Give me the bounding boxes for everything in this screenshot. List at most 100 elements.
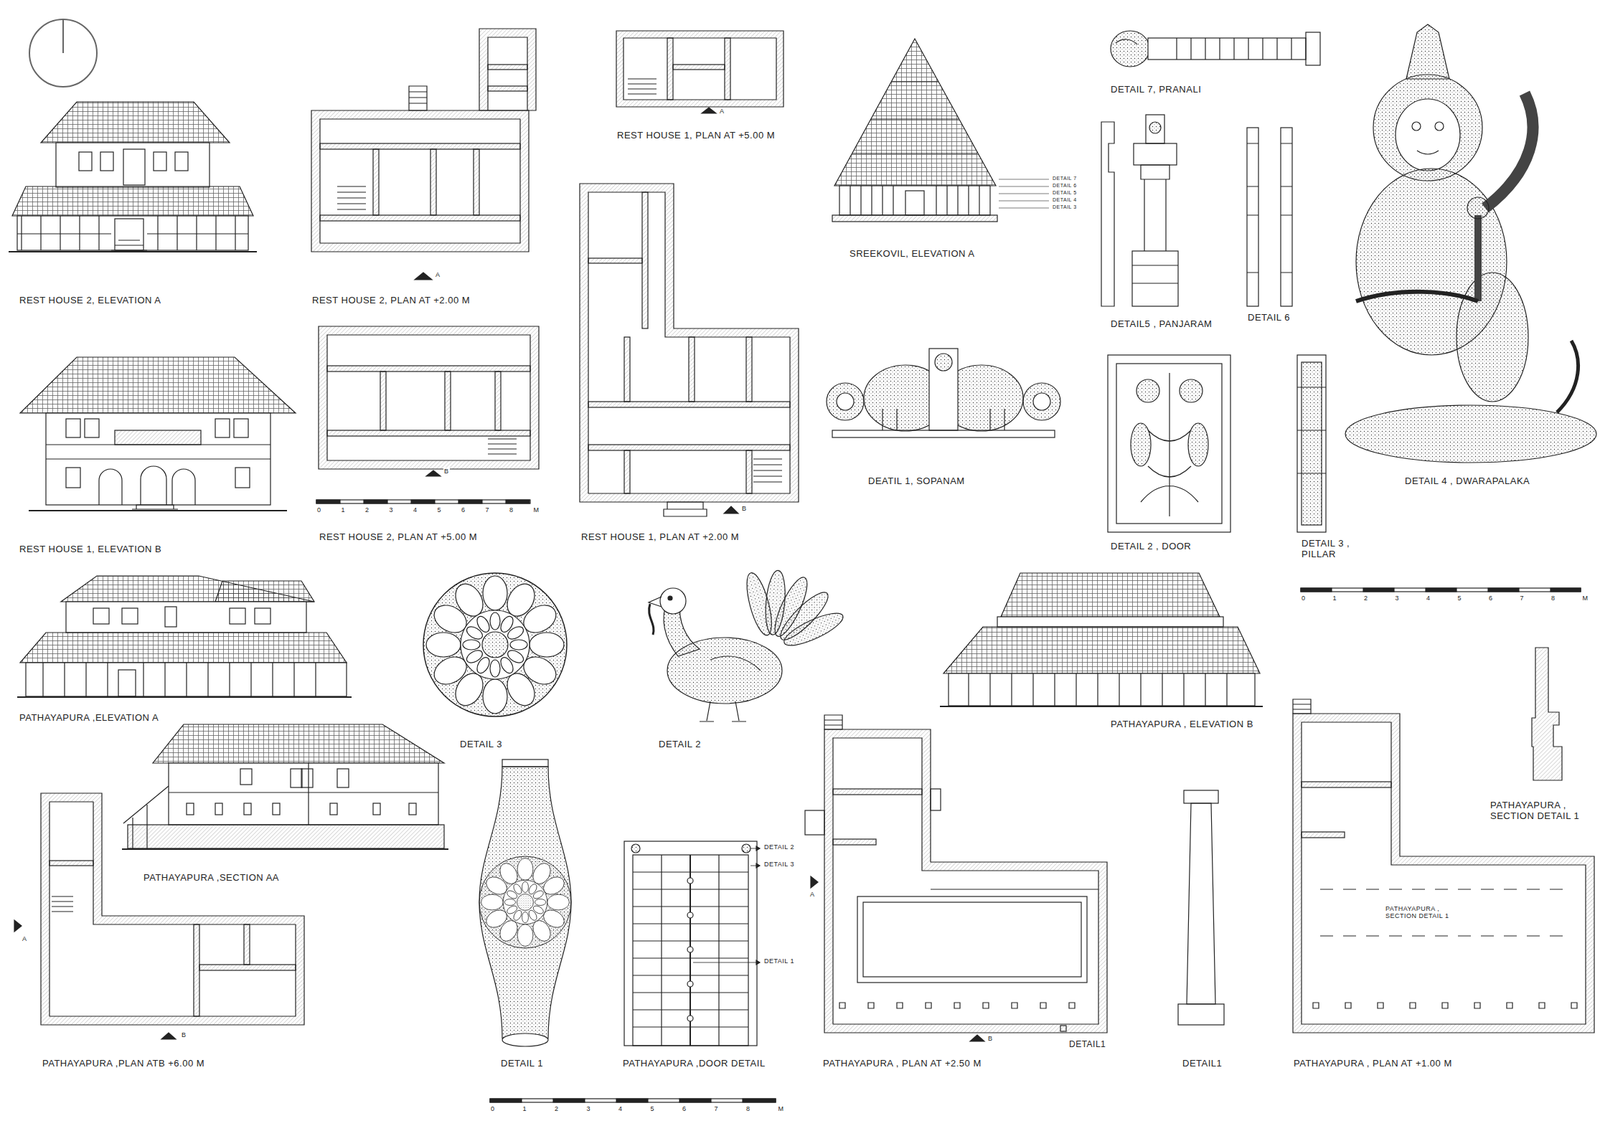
pathayapura-elevation-a [17,576,352,698]
pathayapura-elevation-a-part [121,608,138,625]
door-detail-2-part [1116,363,1222,524]
drawing-title: DEATIL 1, SOPANAM [867,476,966,488]
drawing-title: PATHAYAPURA , SECTION DETAIL 1 [1489,800,1592,823]
dwarapalaka-figure [1345,24,1597,463]
door-detail [624,841,760,1047]
rest-house-2-plan-upper [318,326,539,477]
door-detail-part [687,878,694,884]
rest-house-2-elevation-part [175,152,188,171]
panjaram-detail-part [1140,165,1170,252]
pillar-detail-6-part [1246,127,1259,307]
rest-house-2-plan-ground-part [337,186,366,210]
rest-house-1-elevation-part [235,467,250,488]
rest-house-2-plan-ground-part [311,110,529,252]
rest-house-1-elevation [20,357,296,511]
pranali-detail-part [1115,39,1138,45]
pathayapura-plan-upper-part [14,920,22,933]
pathayapura-section [121,724,449,850]
dwarapalaka-figure-part [1406,24,1450,79]
callout-label: 0 1 2 3 4 5 6 7 8 M [1300,594,1590,602]
scale-bar-part [316,500,531,504]
rest-house-2-elevation-part [111,240,148,251]
drawing-title: DETAIL 2 , DOOR [1109,541,1192,553]
rest-house-2-plan-ground-part [320,215,521,221]
sopanam-detail [826,348,1061,438]
rest-house-1-plan-ground-part [753,459,783,483]
dwarapalaka-figure-part [1373,74,1483,181]
callout-label: DETAIL 6 [1051,182,1078,189]
rest-house-2-elevation-part [55,142,210,188]
callout-label: DETAIL 1 [763,957,795,966]
rest-house-1-plan-ground-part [588,258,643,264]
drawing-title: DETAIL 2 [657,739,702,751]
scale-bar [316,500,531,504]
pathayapura-plan-mid-part [970,1035,985,1042]
pillar-detail-3-part [1297,355,1326,533]
pathayapura-section-part [168,763,439,826]
ornament-detail-1-part [479,766,572,1039]
pathayapura-section-part [240,769,252,785]
pathayapura-plan-upper-part [193,924,200,1017]
ornament-detail-1-part [502,759,549,767]
sopanam-detail-part [929,348,958,431]
pathayapura-plan-mid-part [1060,1026,1067,1032]
pathayapura-section-part [301,769,313,788]
pathayapura-elevation-a-part [254,608,271,625]
panjaram-detail-part [1149,121,1161,134]
callout-label: DETAIL 2 [763,843,795,851]
pathayapura-plan-mid [805,715,1108,1042]
pathayapura-plan-upper [14,793,305,1040]
pathayapura-elevation-a-part [165,606,177,628]
drawing-title: REST HOUSE 1, PLAN AT +5.00 M [616,130,776,142]
rest-house-1-elevation-part [233,419,249,438]
pathayapura-plan-upper-part [51,896,74,912]
scale-bar-part [1300,588,1581,592]
sopanam-detail-part [836,393,854,411]
door-detail-part [693,848,760,963]
rest-house-2-elevation-part [17,215,249,251]
rest-house-2-plan-upper-part [487,439,517,455]
drawing-title: REST HOUSE 2, ELEVATION A [18,295,162,307]
pathayapura-elevation-b-part [943,627,1260,674]
scale-bar-part [316,500,530,504]
callout-label: DETAIL 3 [763,860,795,869]
pillar-detail-6 [1246,127,1293,307]
callout-label: B [987,1035,994,1043]
pranali-detail-part [1305,32,1321,66]
sreekovil-elevation-part [839,185,991,216]
bird-detail-2-part [780,607,848,653]
pathayapura-elevation-a-part [118,670,136,697]
drawing-title: DETAIL 1 [500,1059,544,1070]
dwarapalaka-figure-part [1485,93,1533,209]
sopanam-detail-part [1033,393,1051,411]
drawing-title: DETAIL 6 [1246,312,1291,324]
door-detail-2-part [1136,379,1160,403]
sreekovil-elevation-part [832,215,998,222]
sreekovil-elevation-part [852,81,978,154]
pathayapura-elevation-b [939,573,1263,707]
pathayapura-plan-mid-part [930,789,941,811]
pathayapura-section-part [337,769,349,788]
rest-house-1-elevation-part [215,419,230,438]
rest-house-2-plan-ground-part [373,149,379,216]
pillar-detail-3-part [1297,387,1326,474]
pathayapura-plan-mid-part [857,896,1087,983]
rosette-detail-3 [423,573,567,717]
rest-house-2-plan-upper-part [327,365,531,372]
door-detail-part [687,981,694,988]
sopanam-detail-part [1023,383,1061,421]
sopanam-detail-part [832,430,1055,438]
pathayapura-section-part [373,803,381,816]
rest-house-1-plan-upper [616,30,784,114]
pathayapura-plan-mid-part [839,1003,1075,1009]
rosette-detail-3-part [423,573,567,717]
column-detail-1-part [1183,790,1219,804]
pathayapura-elevation-a-part [66,601,307,633]
panjaram-detail [1101,114,1179,307]
callout-label: A [434,271,442,279]
rest-house-1-plan-ground [579,183,799,517]
pathayapura-section-part [168,763,439,826]
pathayapura-elevation-b-part [939,706,1263,708]
